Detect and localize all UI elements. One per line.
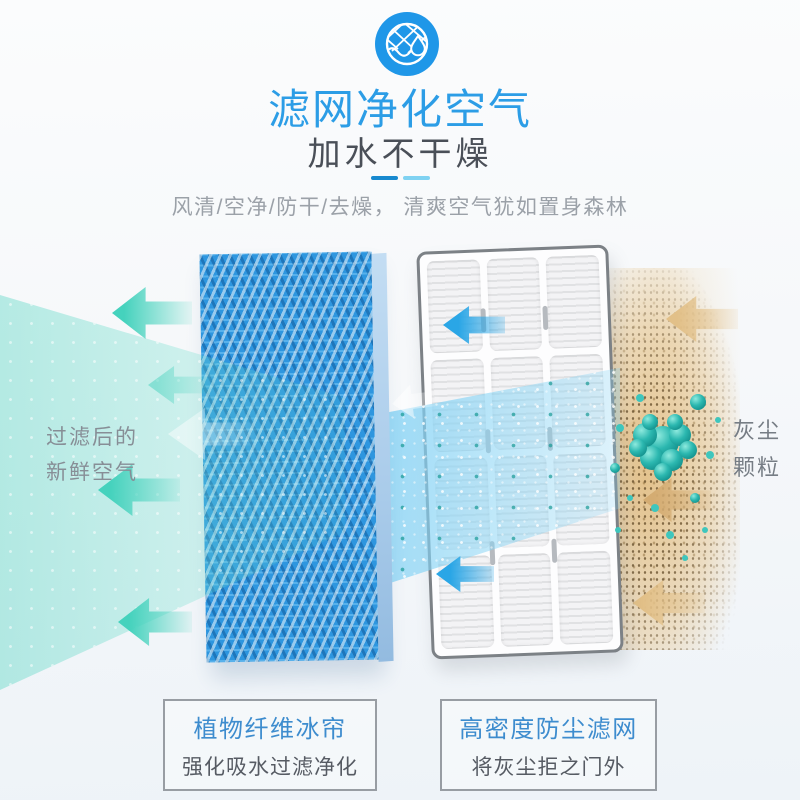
- filter-cell: [545, 254, 603, 349]
- page-subtitle: 加水不干燥: [307, 135, 493, 172]
- divider: [0, 176, 800, 180]
- filter-cell: [497, 553, 554, 647]
- dust-particles-label-line1: 灰尘: [733, 418, 782, 443]
- page-description: 风清/空净/防干/去燥， 清爽空气犹如置身森林: [171, 196, 629, 219]
- filter-cell: [486, 257, 543, 351]
- filter-droplet-icon: [374, 11, 440, 77]
- feature-card-title: 高密度防尘滤网: [459, 716, 638, 743]
- feature-card-subtitle: 强化吸水过滤净化: [182, 756, 358, 779]
- filter-tab: [541, 306, 548, 331]
- filter-tab: [550, 539, 557, 564]
- dust-particles-illustration: [600, 380, 740, 585]
- dust-particles-label-line2: 颗粒: [733, 455, 782, 480]
- filtered-air-label-line2: 新鲜空气: [46, 461, 138, 484]
- filtered-air-label-line1: 过滤后的: [46, 426, 138, 449]
- clean-air-arrow-icon: [112, 287, 192, 339]
- dust-particles-label: 灰尘 颗粒: [733, 412, 781, 486]
- page-title: 滤网净化空气: [267, 86, 532, 133]
- feature-card-subtitle: 将灰尘拒之门外: [471, 756, 626, 779]
- filtered-air-label: 过滤后的 新鲜空气: [46, 420, 138, 490]
- feature-card-fiber-curtain: 植物纤维冰帘 强化吸水过滤净化: [163, 699, 377, 791]
- filter-cell: [426, 259, 483, 354]
- feature-card-title: 植物纤维冰帘: [193, 716, 347, 743]
- feature-card-dust-filter: 高密度防尘滤网 将灰尘拒之门外: [440, 699, 657, 791]
